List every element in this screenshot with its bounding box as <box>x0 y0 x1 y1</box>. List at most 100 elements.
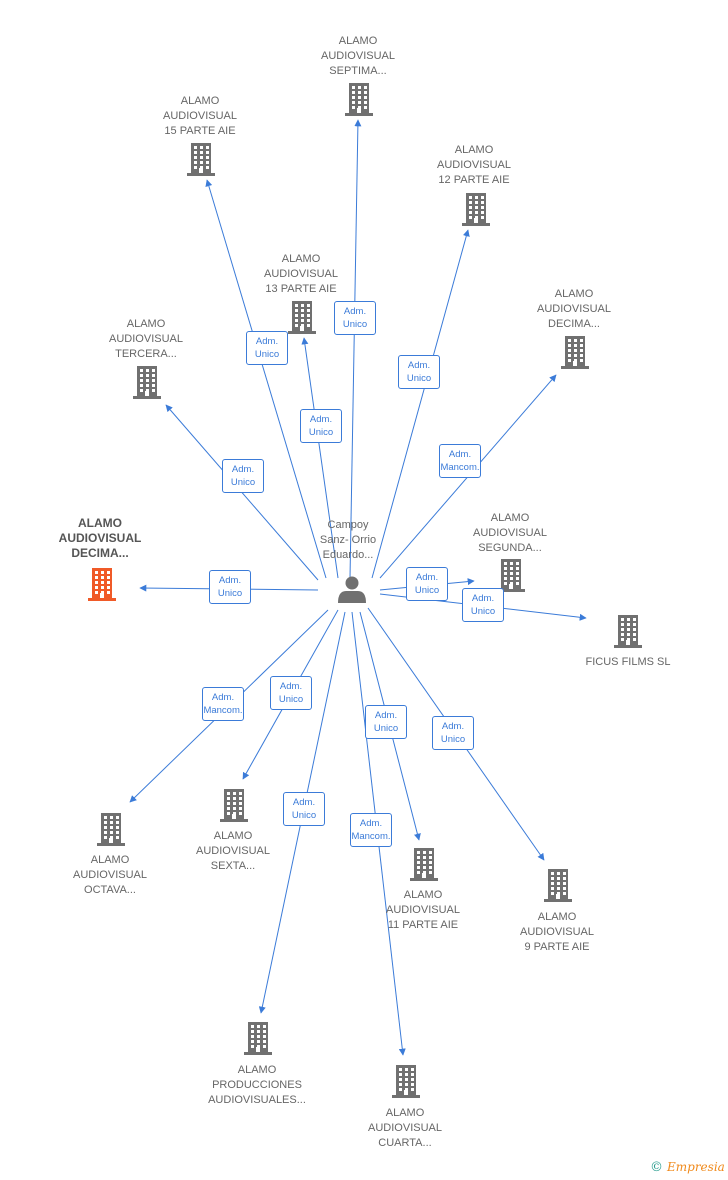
edge-label-octava[interactable]: Adm. Mancom. <box>202 687 244 721</box>
company-label-line: ALAMO <box>490 512 530 524</box>
company-label-line: SEPTIMA... <box>329 65 387 77</box>
edge-label-9-parte[interactable]: Adm.Unico <box>432 716 474 750</box>
edge-label-line: Unico <box>278 694 304 705</box>
building-icon-producciones[interactable] <box>244 1022 272 1055</box>
edge-label-decima-focus[interactable]: Adm. Unico <box>209 570 251 604</box>
building-icon-13-parte[interactable] <box>288 301 316 334</box>
edge-15-parte <box>205 179 327 579</box>
company-label-line: SEGUNDA... <box>478 542 542 554</box>
edge-label-sexta[interactable]: Adm.Unico <box>270 676 312 710</box>
company-label-line: OCTAVA... <box>84 884 136 896</box>
edge-label-line: Unico <box>308 427 334 438</box>
building-icon-15-parte[interactable] <box>187 143 215 176</box>
building-icon-septima[interactable] <box>345 83 373 116</box>
company-label-line: TERCERA... <box>115 348 177 360</box>
edge-label-cuarta[interactable]: Adm. Mancom. <box>350 813 392 847</box>
building-icon-11-parte[interactable] <box>410 848 438 881</box>
edge-label-line: Unico <box>342 319 368 330</box>
building-icon-ficus[interactable] <box>614 615 642 648</box>
company-label-producciones[interactable]: ALAMO PRODUCCIONES AUDIOVISUALES... <box>192 1063 322 1108</box>
company-label-line: 15 PARTE AIE <box>164 125 236 137</box>
edge-label-line: Adm. <box>415 572 439 583</box>
edge-label-decima-right[interactable]: Adm.Mancom. <box>439 444 481 478</box>
edge-label-tercera[interactable]: Adm.Unico <box>222 459 264 493</box>
edge-label-line: Mancom. <box>351 831 391 842</box>
company-label-line: AUDIOVISUALES... <box>208 1094 306 1106</box>
edge-label-line: Adm. <box>211 692 235 703</box>
edge-label-15-parte[interactable]: Adm.Unico <box>246 331 288 365</box>
edge-label-line: Adm. <box>231 464 255 475</box>
building-icon-decima-right[interactable] <box>561 336 589 369</box>
building-icon-segunda[interactable] <box>497 559 525 592</box>
edge-label-line: Unico <box>254 349 280 360</box>
company-label-ficus[interactable]: FICUS FILMS SL <box>563 655 693 670</box>
edge-label-line: Mancom. <box>203 705 243 716</box>
edge-label-segunda[interactable]: Adm. Unico <box>406 567 448 601</box>
building-icon-9-parte[interactable] <box>544 869 572 902</box>
person-icon[interactable] <box>338 576 366 604</box>
edge-label-line: Unico <box>291 810 317 821</box>
company-label-line: ALAMO <box>403 889 443 901</box>
company-label-line: ALAMO <box>554 288 594 300</box>
edge-label-septima[interactable]: Adm. Unico <box>334 301 376 335</box>
edge-label-line: Adm. <box>441 721 465 732</box>
edge-label-producciones[interactable]: Adm. Unico <box>283 792 325 826</box>
edge-label-line: Adm. <box>292 797 316 808</box>
edge-label-line: Adm. <box>343 306 367 317</box>
company-label-line: FICUS FILMS SL <box>585 656 671 668</box>
company-label-line: AUDIOVISUAL <box>73 869 147 881</box>
building-icon-sexta[interactable] <box>220 789 248 822</box>
building-icon-decima-focus[interactable] <box>88 568 116 601</box>
company-label-line: AUDIOVISUAL <box>163 110 237 122</box>
brand-name: Empresia <box>667 1160 725 1174</box>
building-icon-cuarta[interactable] <box>392 1065 420 1098</box>
company-label-line: ALAMO <box>126 318 166 330</box>
company-label-line: DECIMA... <box>71 546 129 560</box>
edge-label-line: Adm. <box>218 575 242 586</box>
company-label-line: PRODUCCIONES <box>212 1079 302 1091</box>
edge-label-line: Adm. <box>471 593 495 604</box>
edge-label-line: Unico <box>406 373 432 384</box>
edge-label-line: Adm. <box>374 710 398 721</box>
company-label-line: ALAMO <box>213 830 253 842</box>
edge-label-ficus[interactable]: Adm.Unico <box>462 588 504 622</box>
edge-label-line: Adm. <box>407 360 431 371</box>
company-label-line: ALAMO <box>537 911 577 923</box>
company-label-line: SEXTA... <box>210 860 256 872</box>
edge-label-11-parte[interactable]: Adm.Unico <box>365 705 407 739</box>
edge-label-12-parte[interactable]: Adm. Unico <box>398 355 440 389</box>
copyright-symbol: © <box>650 1160 663 1175</box>
building-icon-12-parte[interactable] <box>462 193 490 226</box>
brand-watermark: © Empresia <box>650 1160 725 1175</box>
company-label-line: ALAMO <box>90 854 130 866</box>
company-label-line: AUDIOVISUAL <box>437 159 511 171</box>
edge-label-line: Mancom. <box>440 462 480 473</box>
edge-label-line: Adm. <box>359 818 383 829</box>
building-icon-octava[interactable] <box>97 813 125 846</box>
edge-label-line: Unico <box>414 585 440 596</box>
building-icon-tercera[interactable] <box>133 366 161 399</box>
company-label-octava[interactable]: ALAMO AUDIOVISUAL OCTAVA... <box>45 853 175 898</box>
company-label-line: AUDIOVISUAL <box>520 926 594 938</box>
edge-label-13-parte[interactable]: Adm. Unico <box>300 409 342 443</box>
company-label-line: 11 PARTE AIE <box>387 919 459 931</box>
company-label-line: ALAMO <box>78 516 122 530</box>
company-label-line: DECIMA... <box>548 318 600 330</box>
company-label-line: ALAMO <box>237 1064 277 1076</box>
company-label-line: AUDIOVISUAL <box>473 527 547 539</box>
edge-label-line: Unico <box>217 588 243 599</box>
company-label-segunda[interactable]: ALAMO AUDIOVISUAL SEGUNDA... <box>445 511 575 556</box>
edge-label-line: Adm. <box>309 414 333 425</box>
